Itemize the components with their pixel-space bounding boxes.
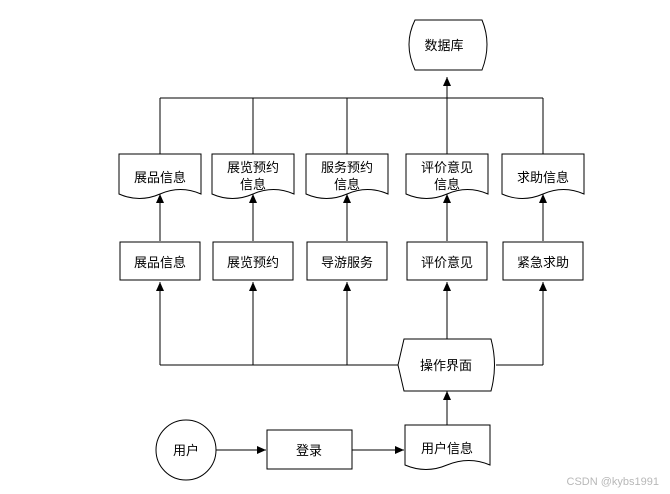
- process-node-5[interactable]: 紧急求助: [502, 241, 584, 281]
- document-label: 信息: [434, 177, 460, 193]
- login-label: 登录: [296, 444, 322, 459]
- document-label: 信息: [240, 177, 266, 193]
- connector-lines: [156, 77, 547, 454]
- document-label: 展品信息: [134, 170, 186, 186]
- process-node-3[interactable]: 导游服务: [306, 241, 388, 281]
- interface-label: 操作界面: [420, 358, 472, 374]
- process-label: 评价意见: [421, 255, 473, 271]
- process-node-1[interactable]: 展品信息: [119, 241, 201, 281]
- user-label: 用户: [173, 443, 199, 459]
- process-group: 展品信息 展览预约 导游服务 评价意见 紧急求助: [119, 241, 584, 281]
- document-node-5[interactable]: 求助信息: [501, 153, 585, 199]
- process-label: 紧急求助: [517, 256, 569, 271]
- process-node-4[interactable]: 评价意见: [406, 241, 488, 281]
- process-label: 展品信息: [134, 255, 186, 271]
- document-label: 展览预约: [227, 160, 279, 176]
- process-label: 导游服务: [321, 255, 373, 271]
- database-node[interactable]: 数据库: [408, 19, 488, 71]
- document-label: 求助信息: [517, 170, 569, 186]
- user-info-label: 用户信息: [421, 441, 473, 457]
- user-info-node[interactable]: 用户信息: [404, 424, 491, 470]
- document-label: 信息: [334, 177, 360, 193]
- document-group: 展品信息展览预约信息服务预约信息评价意见信息求助信息: [118, 153, 585, 199]
- user-node[interactable]: 用户: [155, 419, 217, 481]
- process-node-2[interactable]: 展览预约: [212, 241, 294, 281]
- interface-node[interactable]: 操作界面: [397, 338, 495, 392]
- login-node[interactable]: 登录: [266, 429, 353, 470]
- document-label: 服务预约: [321, 160, 373, 176]
- process-label: 展览预约: [227, 255, 279, 271]
- document-node-1[interactable]: 展品信息: [118, 153, 202, 199]
- document-label: 评价意见: [421, 160, 473, 176]
- database-label: 数据库: [424, 38, 463, 54]
- watermark: CSDN @kybs1991: [567, 476, 659, 488]
